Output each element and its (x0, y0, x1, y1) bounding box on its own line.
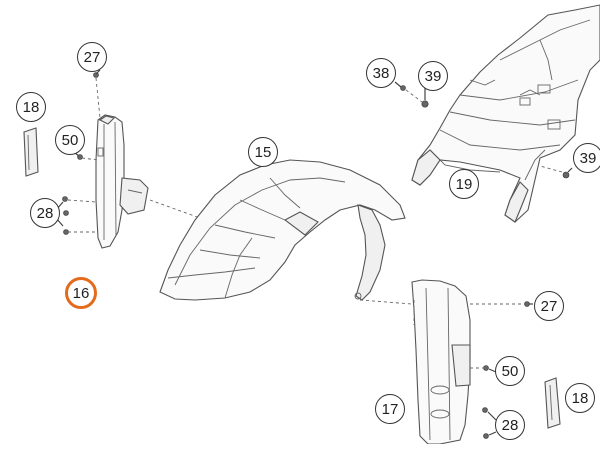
callout-label: 17 (381, 400, 399, 418)
rear-mudguard-part (411, 4, 600, 223)
alignment-lines (67, 77, 563, 369)
callout-17: 17 (375, 394, 405, 424)
right-fork-guard-part (411, 279, 471, 445)
callout-label: 38 (372, 64, 390, 82)
callout-18-right: 18 (565, 383, 595, 413)
callout-label: 39 (579, 149, 597, 167)
callout-label: 39 (424, 67, 442, 85)
callout-label: 50 (61, 131, 79, 149)
callout-38: 38 (366, 58, 396, 88)
callout-label: 16 (72, 284, 90, 302)
callout-15: 15 (248, 137, 278, 167)
callout-39-right: 39 (573, 143, 600, 173)
left-fork-guard-part (95, 114, 149, 249)
callout-label: 50 (501, 362, 519, 380)
callout-28-left: 28 (30, 198, 60, 228)
callout-label: 19 (455, 175, 473, 193)
callout-27-bottom: 27 (534, 291, 564, 321)
callout-18-left: 18 (16, 92, 46, 122)
callout-27-top: 27 (77, 42, 107, 72)
callout-50-right: 50 (495, 356, 525, 386)
callout-label: 28 (36, 204, 54, 222)
callout-label: 18 (571, 389, 589, 407)
callout-label: 28 (501, 416, 519, 434)
plate-18-right (544, 377, 561, 429)
plate-18-left (23, 127, 39, 177)
callout-label: 27 (540, 297, 558, 315)
front-fender-part (159, 159, 406, 301)
callout-19: 19 (449, 169, 479, 199)
callout-28-right: 28 (495, 410, 525, 440)
callout-label: 18 (22, 98, 40, 116)
callout-label: 15 (254, 143, 272, 161)
callout-label: 27 (83, 48, 101, 66)
callout-50-left: 50 (55, 125, 85, 155)
callout-39-top: 39 (418, 61, 448, 91)
fasteners (62, 72, 570, 439)
callout-16-highlighted[interactable]: 16 (65, 277, 97, 309)
